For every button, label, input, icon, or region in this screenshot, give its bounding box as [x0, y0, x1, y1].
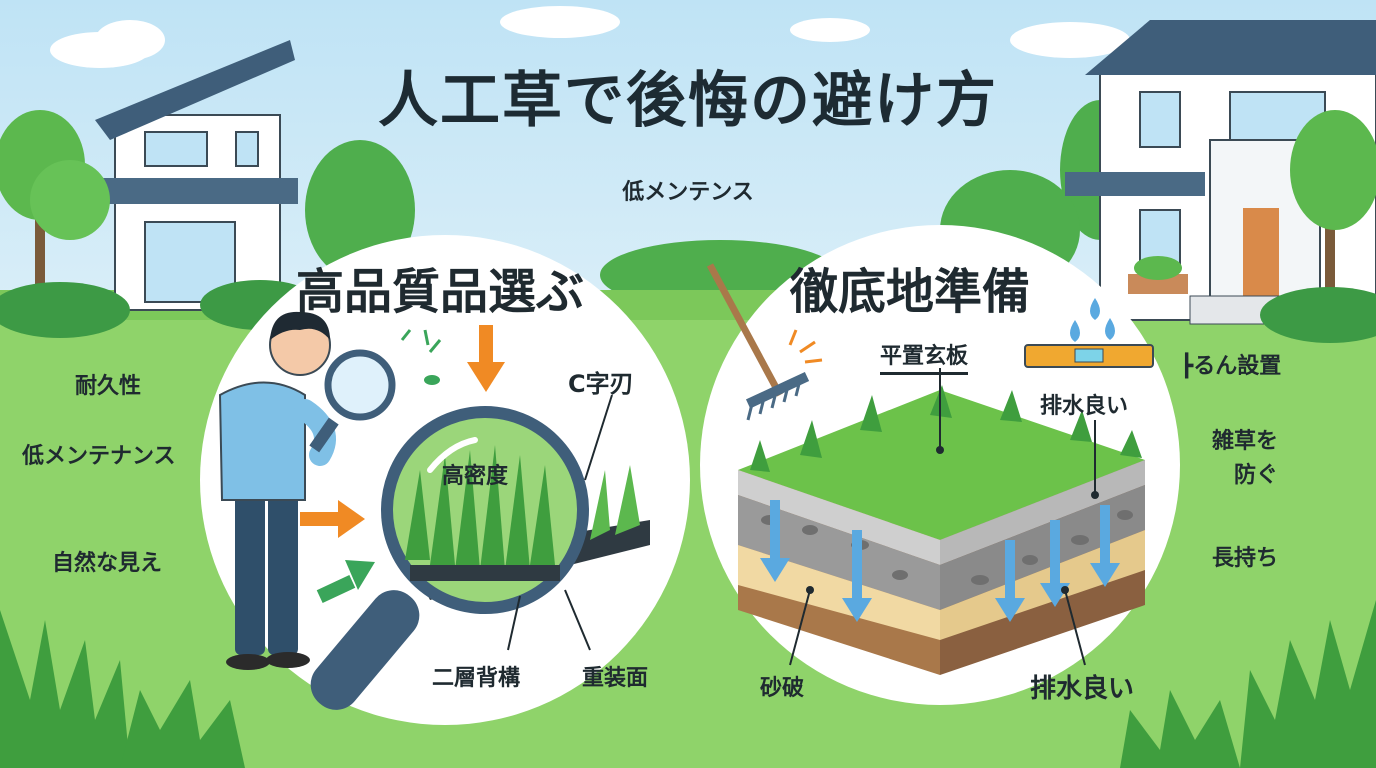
- page-title: 人工草で後悔の避け方: [378, 66, 998, 136]
- callout-level-board: 平置玄板: [880, 338, 969, 375]
- large-magnifier: [310, 406, 650, 710]
- callout-gravel: 砂破: [760, 676, 805, 701]
- left-house: [95, 40, 298, 311]
- right-benefit-weed-prevention: 雑草を 防ぐ: [1212, 429, 1279, 488]
- callout-drainage-bottom: 排水良い: [1030, 674, 1135, 704]
- callout-heavy-surface: 重装面: [582, 666, 649, 691]
- callout-density: 高密度: [442, 464, 509, 489]
- right-tree: [1290, 110, 1376, 330]
- right-panel-heading: 徹底地準備: [790, 264, 1031, 320]
- right-benefit-easy-install: ┣るん設置: [1180, 354, 1282, 379]
- callout-double-backing: 二層背構: [432, 666, 521, 691]
- water-drops-icon: [1070, 298, 1115, 342]
- subtitle: 低メンテンス: [622, 180, 754, 205]
- left-benefit-durability: 耐久性: [75, 374, 142, 399]
- arrows-left: [300, 325, 505, 603]
- right-benefit-long-lasting: 長持ち: [1212, 546, 1279, 571]
- callout-c-blade: C字刃: [568, 370, 634, 398]
- clouds: [50, 6, 1130, 68]
- left-benefit-low-maintenance: 低メンテナンス: [22, 444, 176, 469]
- rake-icon: [706, 263, 823, 421]
- right-callout-lines: [789, 368, 1096, 666]
- level-tool-icon: [1024, 344, 1154, 368]
- person-with-magnifier: [218, 311, 336, 670]
- small-magnifier-icon: [309, 349, 396, 453]
- callout-drainage-top: 排水良い: [1040, 394, 1129, 419]
- left-tree: [0, 110, 110, 310]
- left-panel-heading: 高品質品選ぶ: [296, 264, 585, 320]
- foreground-grass: [0, 600, 1376, 768]
- left-callout-lines: [507, 394, 613, 651]
- left-benefit-natural-look: 自然な見え: [52, 551, 163, 576]
- soil-layers-cutaway: [738, 385, 1145, 675]
